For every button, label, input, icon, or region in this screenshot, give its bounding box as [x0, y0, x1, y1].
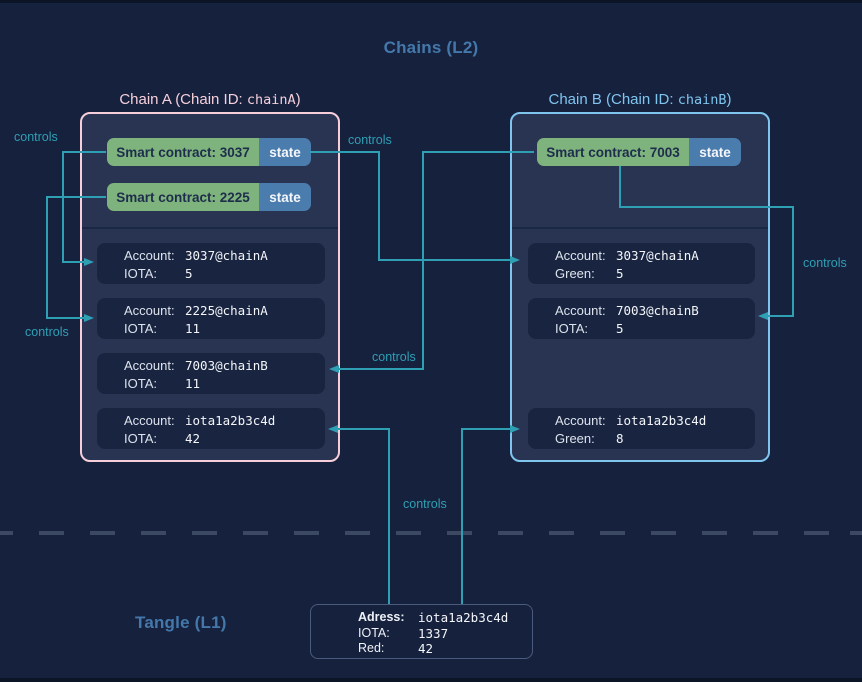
- chain-a-account-2225: Account: 2225@chainA IOTA: 11: [97, 298, 325, 339]
- chain-b-id: chainB: [677, 92, 727, 108]
- account-value: 7003@chainB: [185, 358, 268, 373]
- controls-label-4: controls: [372, 350, 416, 364]
- chain-b-account-7003: Account: 7003@chainB IOTA: 5: [528, 298, 755, 339]
- red-value: 42: [418, 641, 434, 656]
- chain-a-panel: Smart contract: 3037 state Smart contrac…: [80, 112, 340, 462]
- asset-label: IOTA:: [555, 321, 588, 336]
- bottom-border-strip: [0, 678, 862, 682]
- controls-label-5: controls: [803, 256, 847, 270]
- connector-l1address-to-chainB-accountiota: [461, 425, 520, 604]
- iota-value: 1337: [418, 625, 449, 641]
- asset-label: IOTA:: [124, 266, 157, 281]
- chain-a-account-7003: Account: 7003@chainB IOTA: 11: [97, 353, 325, 394]
- iota-label: IOTA:: [358, 625, 390, 640]
- asset-label: Green:: [555, 266, 595, 281]
- account-label: Account:: [124, 303, 175, 318]
- smart-contract-7003-label: Smart contract: 7003: [537, 138, 689, 166]
- chain-b-title-suffix: ): [726, 91, 732, 108]
- smart-contract-2225: Smart contract: 2225 state: [107, 183, 311, 211]
- account-label: Account:: [555, 303, 606, 318]
- connector-l1address-to-chainA-accountiota: [328, 425, 390, 604]
- chain-b-title: Chain B (Chain ID: chainB): [510, 91, 770, 108]
- account-label: Account:: [555, 248, 606, 263]
- chain-b-account-iota1a2b3c4d: Account: iota1a2b3c4d Green: 8: [528, 408, 755, 449]
- account-label: Account:: [555, 413, 606, 428]
- smart-contract-2225-label: Smart contract: 2225: [107, 183, 259, 211]
- asset-amount: 5: [185, 266, 193, 281]
- connector-sc3037-to-chainB-account3037: [310, 151, 520, 264]
- asset-label: IOTA:: [124, 321, 157, 336]
- address-value: iota1a2b3c4d: [418, 610, 509, 625]
- asset-label: Green:: [555, 431, 595, 446]
- l1-address-box: Adress: iota1a2b3c4d IOTA: 1337 Red: 42: [310, 604, 533, 659]
- account-label: Account:: [124, 358, 175, 373]
- controls-label-3: controls: [348, 133, 392, 147]
- chain-b-title-prefix: Chain B (Chain ID:: [548, 91, 678, 108]
- chain-b-panel: Smart contract: 7003 state Account: 3037@…: [510, 112, 770, 462]
- asset-amount: 42: [185, 431, 201, 446]
- asset-amount: 11: [185, 376, 201, 391]
- account-label: Account:: [124, 413, 175, 428]
- chain-b-account-3037: Account: 3037@chainA Green: 5: [528, 243, 755, 284]
- account-value: iota1a2b3c4d: [185, 413, 276, 428]
- layer-separator-dashed-line: [0, 531, 862, 535]
- smart-contract-7003: Smart contract: 7003 state: [537, 138, 741, 166]
- smart-contract-3037: Smart contract: 3037 state: [107, 138, 311, 166]
- account-value: 7003@chainB: [616, 303, 699, 318]
- top-border-strip: [0, 0, 862, 3]
- address-label: Adress:: [358, 610, 405, 624]
- chain-b-divider: [512, 227, 768, 229]
- chain-a-title-suffix: ): [295, 91, 301, 108]
- chain-a-divider: [82, 227, 338, 229]
- smart-contract-3037-label: Smart contract: 3037: [107, 138, 259, 166]
- account-value: 3037@chainA: [185, 248, 268, 263]
- controls-label-2: controls: [25, 325, 69, 339]
- chain-a-title: Chain A (Chain ID: chainA): [80, 91, 340, 108]
- layer1-title: Tangle (L1): [135, 613, 227, 632]
- asset-amount: 8: [616, 431, 624, 446]
- chain-a-account-3037: Account: 3037@chainA IOTA: 5: [97, 243, 325, 284]
- account-value: 3037@chainA: [616, 248, 699, 263]
- asset-amount: 5: [616, 321, 624, 336]
- connector-sc7003-to-chainA-account7003: [329, 151, 534, 373]
- smart-contract-7003-state-badge: state: [689, 138, 741, 166]
- account-label: Account:: [124, 248, 175, 263]
- chain-a-account-iota1a2b3c4d: Account: iota1a2b3c4d IOTA: 42: [97, 408, 325, 449]
- red-label: Red:: [358, 641, 385, 655]
- chain-a-id: chainA: [246, 92, 296, 108]
- controls-label-6: controls: [403, 497, 447, 511]
- asset-amount: 11: [185, 321, 201, 336]
- layer2-title: Chains (L2): [383, 38, 479, 57]
- asset-label: IOTA:: [124, 431, 157, 446]
- smart-contract-3037-state-badge: state: [259, 138, 311, 166]
- chain-a-title-prefix: Chain A (Chain ID:: [119, 91, 247, 108]
- account-value: iota1a2b3c4d: [616, 413, 707, 428]
- asset-label: IOTA:: [124, 376, 157, 391]
- account-value: 2225@chainA: [185, 303, 268, 318]
- smart-contract-2225-state-badge: state: [259, 183, 311, 211]
- controls-label-1: controls: [14, 130, 58, 144]
- asset-amount: 5: [616, 266, 624, 281]
